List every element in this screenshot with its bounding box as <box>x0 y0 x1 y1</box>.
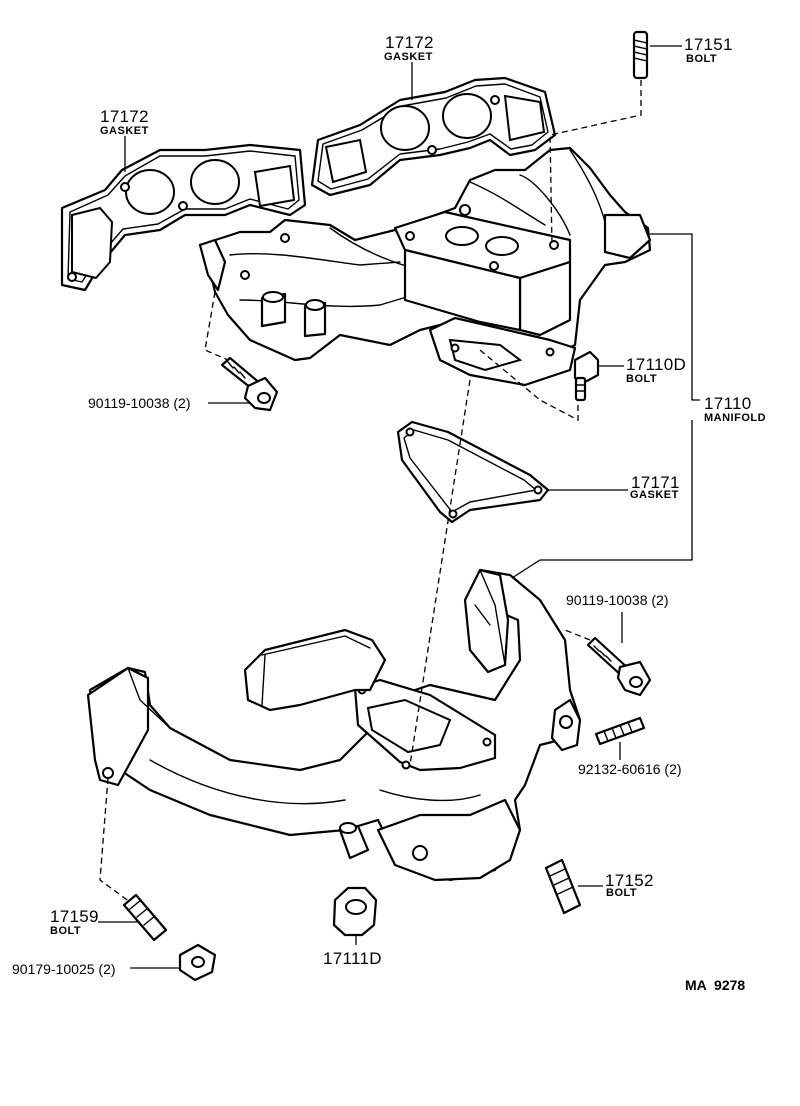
dash-line-bolt-left <box>204 291 229 361</box>
stud-17159 <box>122 893 168 942</box>
gasket-left <box>60 143 307 292</box>
dash-line-stud-top <box>549 80 642 246</box>
label-17171-number: 17171 <box>631 473 680 492</box>
label-90119-right: 90119-10038 (2) <box>566 592 669 608</box>
label-17151-number: 17151 <box>684 35 733 54</box>
label-17159-number: 17159 <box>50 907 99 926</box>
label-17110d-name: BOLT <box>626 373 658 385</box>
label-90179: 90179-10025 (2) <box>12 961 116 977</box>
gasket-right <box>310 76 557 197</box>
leader-manifold-bottom <box>511 420 693 579</box>
label-17172-left-name: GASKET <box>100 125 149 137</box>
label-17110d-number: 17110D <box>626 355 687 374</box>
stud-17152 <box>544 858 582 915</box>
label-17110-number: 17110 <box>704 394 752 413</box>
dash-line-bolt-17110d <box>479 349 579 422</box>
intake-manifold <box>198 146 652 387</box>
stud-17151 <box>632 30 649 80</box>
label-17172-right-name: GASKET <box>384 51 433 63</box>
bolt-90119-left <box>220 356 279 412</box>
plug-17111d <box>332 886 378 937</box>
label-17159-name: BOLT <box>50 925 82 937</box>
label-17171-name: GASKET <box>630 489 679 501</box>
label-17111d: 17111D <box>323 949 382 968</box>
bolt-90119-right <box>586 636 652 697</box>
label-17110-name: MANIFOLD <box>704 412 767 424</box>
dash-line-center <box>409 379 471 766</box>
exhaust-manifold <box>86 568 582 882</box>
dash-line-bolt-right <box>564 629 591 641</box>
nut-90179 <box>178 943 217 982</box>
bolt-17110d <box>573 350 600 402</box>
stud-92132 <box>594 716 646 746</box>
drawing-reference: MA 9278 <box>685 977 746 993</box>
dash-line-stud-left <box>99 777 131 903</box>
label-17172-left-number: 17172 <box>100 107 149 126</box>
label-90119-left: 90119-10038 (2) <box>88 395 191 411</box>
label-92132: 92132-60616 (2) <box>578 761 682 777</box>
label-17151-name: BOLT <box>686 53 718 65</box>
leader-manifold-top <box>650 233 700 401</box>
label-17172-right-number: 17172 <box>385 33 434 52</box>
gasket-17171 <box>396 420 550 524</box>
label-17152-number: 17152 <box>605 871 654 890</box>
label-17152-name: BOLT <box>606 887 638 899</box>
